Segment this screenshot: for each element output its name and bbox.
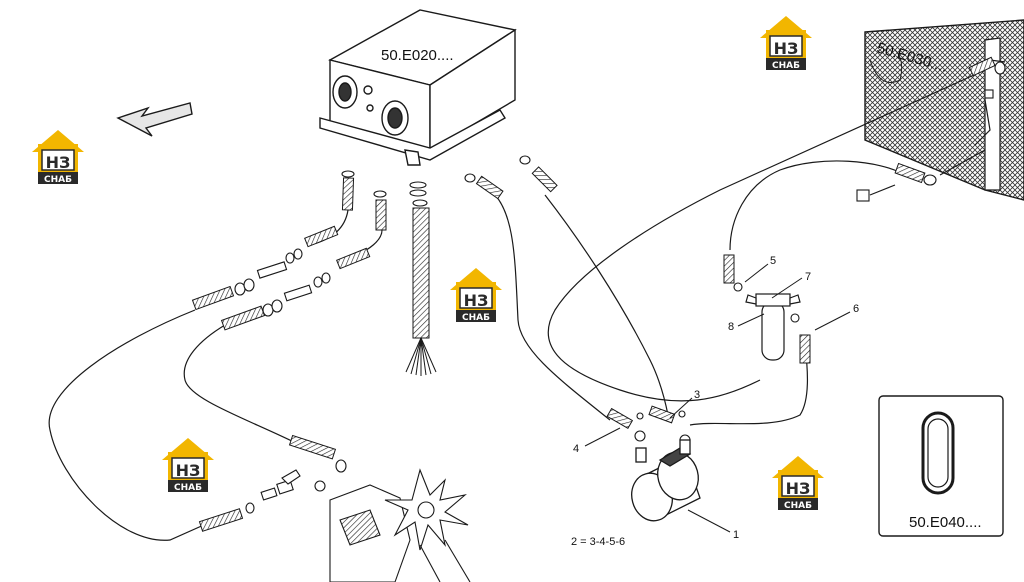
engine-fan (329, 468, 471, 582)
svg-text:НЗ: НЗ (774, 39, 799, 58)
direction-arrow-icon (116, 102, 193, 137)
watermark-logo: НЗ СНАБ (161, 437, 215, 493)
svg-text:НЗ: НЗ (176, 461, 201, 480)
callout-3: 3 (694, 389, 700, 401)
watermark-logo: НЗ СНАБ (759, 15, 813, 71)
drain-tube (405, 207, 437, 376)
callout-leaders (584, 263, 851, 533)
receiver-dryer (745, 293, 801, 361)
compressor (631, 439, 701, 522)
callout-7: 7 (805, 271, 811, 283)
svg-text:НЗ: НЗ (46, 153, 71, 172)
belt-detail-box (878, 395, 1004, 537)
kit-composition-note: 2 = 3-4-5-6 (571, 536, 625, 548)
svg-text:СНАБ: СНАБ (784, 501, 812, 511)
watermark-logo: НЗ СНАБ (771, 455, 825, 511)
callout-6: 6 (853, 303, 859, 315)
watermark-logo: НЗ СНАБ (31, 129, 85, 185)
svg-text:НЗ: НЗ (464, 291, 489, 310)
callout-4: 4 (573, 443, 579, 455)
callout-1: 1 (733, 529, 739, 541)
svg-text:СНАБ: СНАБ (44, 175, 72, 185)
loose-end-fitting (856, 189, 870, 202)
svg-text:СНАБ: СНАБ (462, 313, 490, 323)
watermark-logo: НЗ СНАБ (449, 267, 503, 323)
svg-text:СНАБ: СНАБ (174, 483, 202, 493)
belt-detail-reference: 50.E040.... (909, 514, 982, 531)
clamps-and-fittings (234, 61, 1006, 514)
callout-8: 8 (728, 321, 734, 333)
callout-5: 5 (770, 255, 776, 267)
heater-unit-reference: 50.E020.... (381, 47, 454, 64)
hose-segments (191, 56, 996, 532)
svg-text:СНАБ: СНАБ (772, 61, 800, 71)
svg-text:НЗ: НЗ (786, 479, 811, 498)
heater-unit (319, 9, 517, 166)
